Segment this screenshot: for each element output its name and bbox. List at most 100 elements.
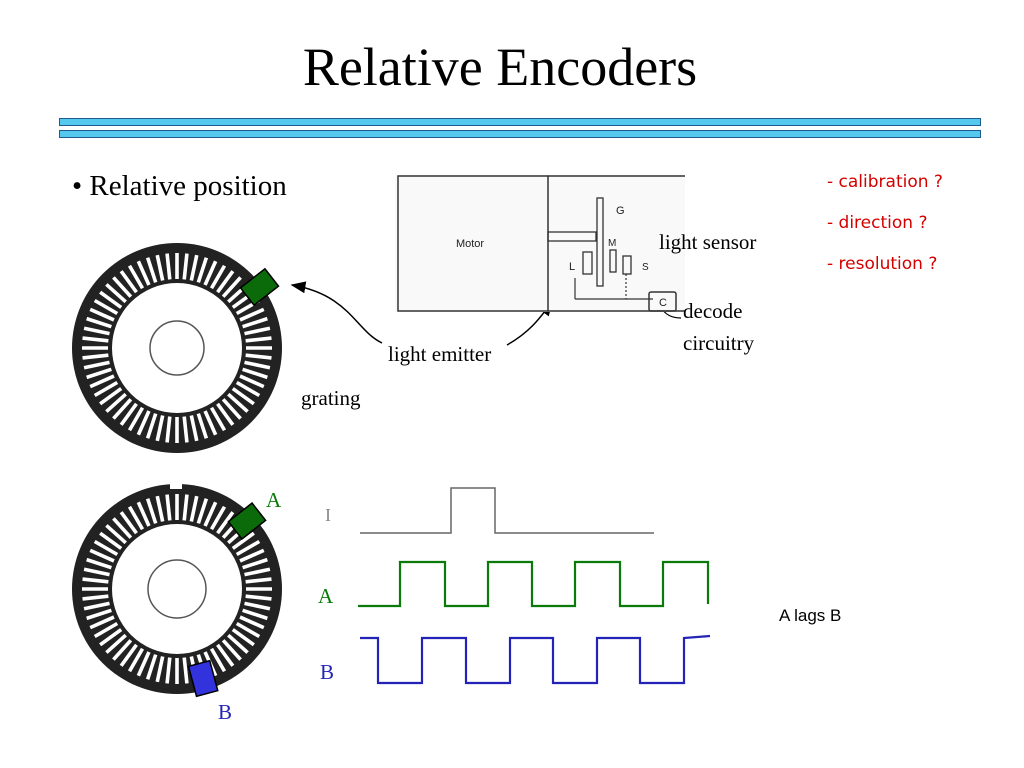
grating-slot <box>119 270 138 294</box>
grating-slot <box>82 336 109 343</box>
grating-slot <box>209 264 227 290</box>
bullet-relative-position: • Relative position <box>72 170 287 202</box>
grating-slot <box>119 643 138 667</box>
grating-slot <box>136 501 151 527</box>
grating-slot <box>221 398 242 420</box>
question-direction: - direction ? <box>827 213 928 233</box>
grating-slot <box>165 657 172 684</box>
grating-slot <box>242 367 268 380</box>
grating-slot <box>182 494 189 521</box>
grating-slot <box>239 307 265 322</box>
grating-slots <box>82 253 272 443</box>
grating-slot <box>145 654 158 680</box>
grating-slot <box>136 651 151 677</box>
grating-slot <box>93 298 119 316</box>
motor-label-l: L <box>569 261 575 273</box>
grating-slot <box>105 633 127 654</box>
grating-slot <box>239 548 265 563</box>
label-wave-i: I <box>325 505 331 525</box>
sensor-a-block <box>227 502 267 540</box>
label-wave-a: A <box>318 584 334 608</box>
question-resolution: - resolution ? <box>827 254 938 274</box>
grating-slot <box>242 608 268 621</box>
grating-slot <box>99 628 123 647</box>
motor-label: Motor <box>456 238 484 250</box>
grating-slot <box>86 608 112 621</box>
label-grating: grating <box>301 386 361 410</box>
grating-slot <box>99 290 123 309</box>
grating-slot <box>82 353 109 360</box>
grating-slot <box>105 392 127 413</box>
slide-title: Relative Encoders <box>302 37 698 97</box>
grating-slot <box>127 505 145 531</box>
grating-slot <box>86 367 112 380</box>
label-disc-b: B <box>218 700 233 724</box>
grating-slot <box>83 360 110 370</box>
grating-slot <box>196 413 209 439</box>
led-source <box>582 251 593 275</box>
grating-slot <box>203 260 218 286</box>
motor-schematic: Motor G M L S C <box>395 175 685 312</box>
grating-slot <box>83 567 110 577</box>
grating-slot <box>155 495 165 522</box>
grating-slot <box>231 531 255 550</box>
grating-slot <box>119 511 138 535</box>
channel-b-waveform <box>360 634 711 685</box>
grating-slot <box>86 557 112 570</box>
grating-slot <box>239 374 265 389</box>
grating-slot <box>145 413 158 439</box>
grating-slot <box>209 505 227 531</box>
photo-sensor <box>622 255 632 275</box>
grating-slot <box>112 398 133 420</box>
grating-slot <box>105 524 127 545</box>
index-waveform <box>360 487 654 534</box>
grating-slot <box>93 621 119 639</box>
grating-slot <box>235 380 261 398</box>
grating-slot <box>216 270 235 294</box>
grating-slot <box>203 501 218 527</box>
index-mark <box>170 483 182 489</box>
grating-slot <box>165 253 172 280</box>
label-light-emitter: light emitter <box>388 342 492 366</box>
grating-slot <box>127 406 145 432</box>
grating-slot <box>203 410 218 436</box>
grating-slot <box>235 621 261 639</box>
grating-slot <box>221 276 242 298</box>
grating-slot <box>165 416 172 443</box>
grating-slot <box>209 647 227 673</box>
encoder-disc-top <box>72 243 282 453</box>
grating-slot <box>165 494 172 521</box>
grating-slot <box>112 276 133 298</box>
grating-slot <box>231 387 255 406</box>
question-list: - calibration ? - direction ? - resoluti… <box>827 170 943 293</box>
grating-slot <box>136 260 151 286</box>
channel-a-waveform <box>358 560 710 608</box>
grating-slot <box>112 639 133 661</box>
grating-slot <box>189 495 199 522</box>
label-light-sensor: light sensor <box>659 230 757 254</box>
grating-slot <box>245 577 272 584</box>
question-calibration: - calibration ? <box>827 172 943 192</box>
grating-slot <box>83 601 110 611</box>
grating-slot <box>244 567 271 577</box>
grating-slot <box>239 615 265 630</box>
grating-slot <box>227 633 249 654</box>
grating-slot <box>93 380 119 398</box>
grating-slot <box>105 283 127 304</box>
grating-slot <box>136 410 151 436</box>
grating-slot <box>242 316 268 329</box>
grating-slot <box>216 643 235 667</box>
grating-slot <box>221 639 242 661</box>
motor-shaft <box>547 231 597 242</box>
grating-slot <box>93 539 119 557</box>
grating-slot <box>216 402 235 426</box>
grating-slot <box>196 257 209 283</box>
grating-slot <box>216 511 235 535</box>
grating-slot <box>209 406 227 432</box>
grating-slot <box>244 360 271 370</box>
label-a-lags-b: A lags B <box>779 606 842 625</box>
grating-slot <box>245 353 272 360</box>
light-emitter-block <box>239 267 280 307</box>
grating-slot <box>155 656 165 683</box>
